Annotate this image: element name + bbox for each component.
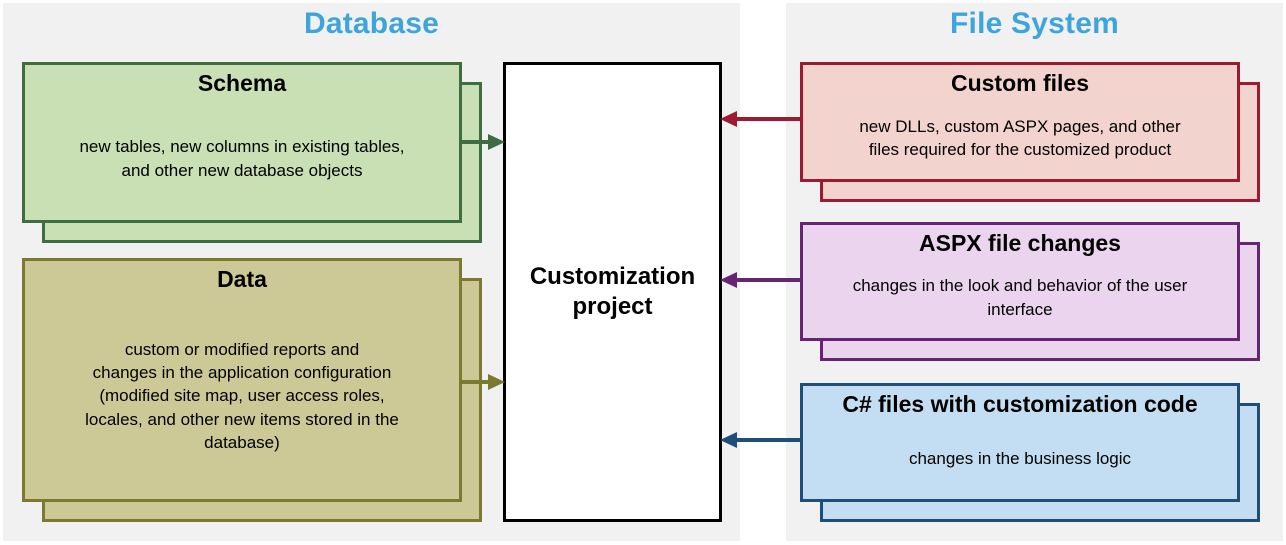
data-box-body: custom or modified reports and changes i… <box>85 340 399 452</box>
data-box-title: Data <box>217 266 267 292</box>
custom-files-box-body: new DLLs, custom ASPX pages, and other f… <box>859 116 1181 159</box>
csharp-files-box: C# files with customization code changes… <box>800 383 1240 502</box>
csharp-files-arrow <box>736 438 800 442</box>
schema-arrow <box>462 140 490 144</box>
customization-project-box: Customization project <box>503 62 722 522</box>
filesystem-section-title: File System <box>950 7 1119 40</box>
database-section-title: Database <box>303 7 439 40</box>
custom-files-box: Custom files new DLLs, custom ASPX pages… <box>800 62 1240 182</box>
schema-box: Schema new tables, new columns in existi… <box>22 62 462 223</box>
data-arrow <box>462 380 490 384</box>
csharp-files-box-body: changes in the business logic <box>908 448 1132 468</box>
schema-box-body: new tables, new columns in existing tabl… <box>79 137 405 180</box>
aspx-changes-arrow <box>736 278 800 282</box>
schema-box-title: Schema <box>197 70 287 96</box>
aspx-changes-box-body: changes in the look and behavior of the … <box>852 276 1188 319</box>
aspx-changes-box-title: ASPX file changes <box>919 230 1121 256</box>
data-box: Data custom or modified reports and chan… <box>22 258 462 502</box>
custom-files-box-title: Custom files <box>950 70 1090 96</box>
aspx-changes-box: ASPX file changes changes in the look an… <box>800 222 1240 341</box>
customization-project-label: Customization project <box>529 263 696 320</box>
custom-files-arrow <box>736 117 800 121</box>
csharp-files-box-title: C# files with customization code <box>842 391 1198 417</box>
